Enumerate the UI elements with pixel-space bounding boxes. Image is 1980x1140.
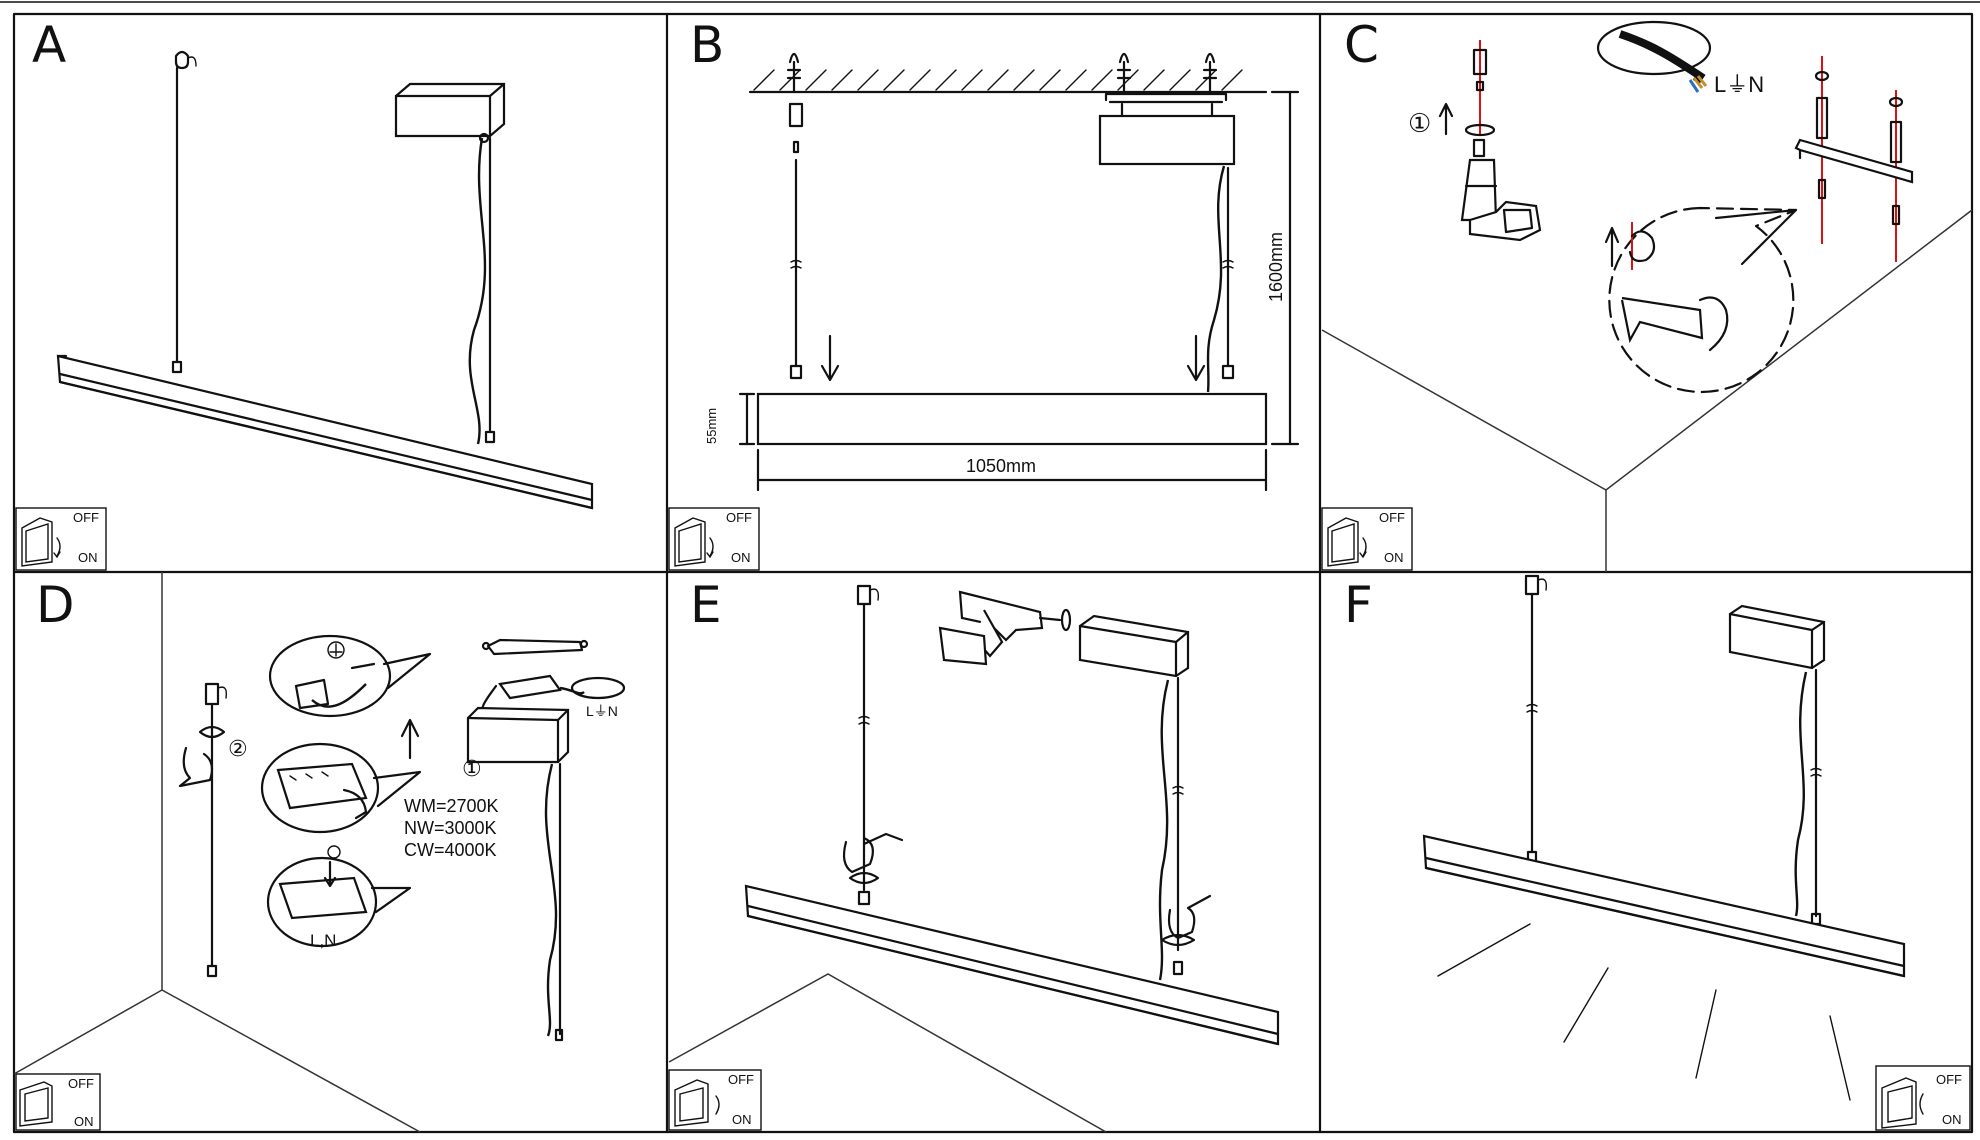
switch-off-label: OFF <box>68 1076 94 1091</box>
dimension-depth-label: 55mm <box>704 408 719 444</box>
drill-icon <box>1460 138 1542 242</box>
switch-on-label: ON <box>731 550 751 565</box>
drill-icon <box>938 590 1072 666</box>
panel-e-adjust-drawing <box>668 584 1280 1133</box>
panel-d-wiring-drawing: ② L,N WM=2700K NW=3 <box>13 572 626 1133</box>
step-2-label: ② <box>228 736 248 761</box>
panel-letter-d: D <box>36 576 75 634</box>
color-temp-cool: CW=4000K <box>404 840 497 860</box>
color-temp-neutral: NW=3000K <box>404 818 497 838</box>
ln-label: L,N <box>310 931 336 950</box>
wall-switch-icon: OFF ON <box>15 1073 101 1131</box>
panel-f-finished-drawing <box>1422 574 1906 1101</box>
panel-b-dimension-drawing: 1600mm 1050mm 55mm <box>704 52 1300 492</box>
wall-switch-icon: OFF ON <box>668 1069 762 1131</box>
switch-off-label: OFF <box>726 510 752 525</box>
panel-letter-a: A <box>32 16 66 74</box>
wall-switch-icon: OFF ON <box>1875 1065 1971 1131</box>
switch-on-label: ON <box>1384 550 1404 565</box>
panel-letter-c: C <box>1344 16 1379 74</box>
dimension-height-label: 1600mm <box>1266 232 1286 302</box>
step-1-label-d: ① <box>462 756 482 781</box>
dimension-width-label: 1050mm <box>966 456 1036 476</box>
panel-letter-f: F <box>1344 576 1373 634</box>
panel-letter-b: B <box>690 16 724 74</box>
wall-switch-icon: OFF ON <box>1321 507 1413 571</box>
step-1-label: ① <box>1408 108 1431 138</box>
switch-off-label: OFF <box>1936 1072 1962 1087</box>
ground-detail-bubble <box>268 634 432 718</box>
panel-a-pendant-drawing <box>56 50 594 510</box>
switch-on-label: ON <box>732 1112 752 1127</box>
wall-switch-icon: OFF ON <box>668 507 760 571</box>
wiring-label-d: L⏚N <box>586 703 618 719</box>
switch-off-label: OFF <box>728 1072 754 1087</box>
terminal-detail-bubble <box>266 845 412 948</box>
panel-c-mounting-drawing: ① L⏚N <box>1321 20 1973 572</box>
panel-letter-e: E <box>690 576 722 634</box>
switch-on-label: ON <box>1942 1112 1962 1127</box>
wall-switch-icon: OFF ON <box>15 507 107 571</box>
color-temp-warm: WM=2700K <box>404 796 499 816</box>
wiring-label: L⏚N <box>1714 72 1764 97</box>
switch-on-label: ON <box>78 550 98 565</box>
switch-off-label: OFF <box>1379 510 1405 525</box>
switch-on-label: ON <box>74 1114 94 1129</box>
driver-detail-bubble <box>260 742 422 834</box>
cable-hole-icon <box>1596 20 1712 93</box>
switch-off-label: OFF <box>73 510 99 525</box>
